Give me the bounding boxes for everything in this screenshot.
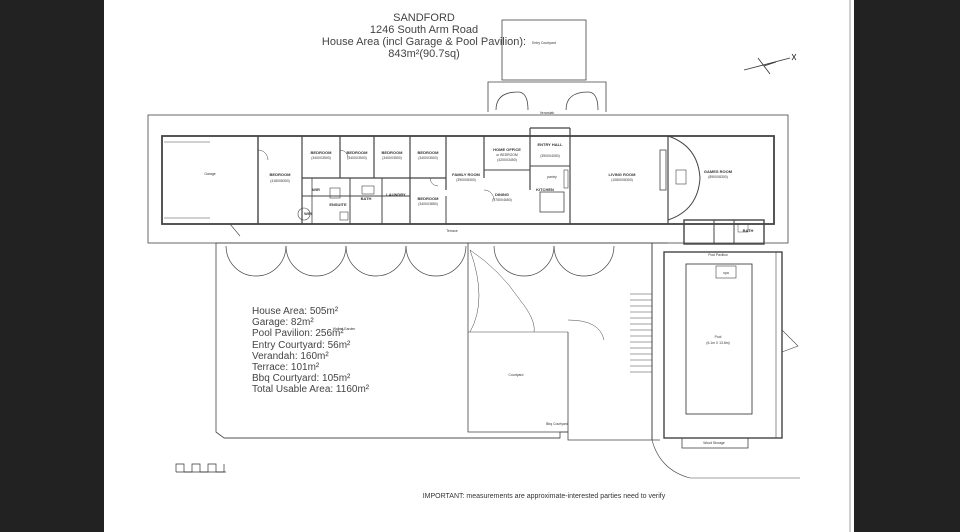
label-home-office: HOME OFFICE bbox=[493, 147, 521, 152]
area-pool-pavilion: Pool Pavilion: 256m² bbox=[252, 328, 344, 340]
label-living-room: LIVING ROOM bbox=[609, 172, 637, 177]
label-terrace: Terrace bbox=[446, 229, 457, 233]
pool-outline bbox=[685, 263, 753, 415]
label-bedroom-6: BEDROOM bbox=[418, 196, 440, 201]
label-wood-storage: Wood Storage bbox=[703, 441, 725, 445]
label-bedroom-4: BEDROOM bbox=[382, 150, 404, 155]
sheet-edge bbox=[849, 0, 851, 532]
label-ensuite: ENSUITE bbox=[329, 202, 347, 207]
label-spa: spa bbox=[723, 271, 729, 275]
label-games-room-size: (8900X8300) bbox=[708, 175, 728, 179]
area-entry-courtyard: Entry Courtyard: 56m² bbox=[252, 339, 351, 351]
label-bedroom-1-size: (4180X8300) bbox=[270, 179, 290, 183]
label-pool-size: (6.1m X 13.8m) bbox=[706, 341, 729, 345]
label-entry-courtyard: Entry Courtyard bbox=[532, 41, 556, 45]
label-games-room: GAMES ROOM bbox=[704, 169, 733, 174]
label-walled-garden: Walled Garden bbox=[333, 327, 356, 331]
plan-address: 1246 South Arm Road bbox=[369, 24, 479, 36]
label-courtyard: Courtyard bbox=[509, 373, 524, 377]
area-total-usable: Total Usable Area: 1160m² bbox=[252, 384, 370, 396]
label-family-room-size: (3900X8300) bbox=[456, 178, 476, 182]
spa-outline bbox=[715, 265, 737, 279]
label-dining-size: (3750X4650) bbox=[492, 198, 512, 202]
area-house: House Area: 505m² bbox=[252, 306, 339, 317]
label-bedroom-2-size: (3400X3500) bbox=[311, 156, 331, 160]
area-garage: Garage: 82m² bbox=[252, 317, 314, 329]
floor-plan-drawing: Entry Courtyard Verandah Garage BEDROOM … bbox=[147, 19, 800, 479]
label-bedroom-3-size: (3400X3500) bbox=[347, 156, 367, 160]
label-home-office-size: (4200X3450) bbox=[497, 158, 517, 162]
label-wir-2: WIR bbox=[304, 211, 312, 216]
label-wir: WIR bbox=[312, 187, 320, 192]
plan-title: SANDFORD bbox=[393, 12, 455, 24]
house-outline bbox=[161, 135, 775, 225]
label-bedroom-3: BEDROOM bbox=[347, 150, 369, 155]
area-terrace: Terrace: 101m² bbox=[252, 362, 320, 374]
disclaimer-note: IMPORTANT: measurements are approximate-… bbox=[422, 493, 666, 500]
label-pool-pavilion: Pool Pavilion bbox=[708, 253, 728, 257]
label-family-room: FAMILY ROOM bbox=[452, 172, 480, 177]
label-verandah: Verandah bbox=[540, 111, 555, 115]
plan-area-line: House Area (incl Garage & Pool Pavilion)… bbox=[321, 36, 527, 48]
entry-courtyard-outline bbox=[501, 19, 587, 81]
label-pantry: pantry bbox=[547, 175, 557, 179]
label-bedroom-6-size: (3400X3850) bbox=[418, 202, 438, 206]
label-living-room-size: (10800X8300) bbox=[611, 178, 633, 182]
label-bedroom-5-size: (3400X3500) bbox=[418, 156, 438, 160]
label-laundry: LAUNDRY bbox=[386, 192, 406, 197]
floor-plan-sheet: SANDFORD 1246 South Arm Road House Area … bbox=[104, 0, 854, 532]
compass-north-icon bbox=[743, 53, 797, 75]
label-garage: Garage bbox=[204, 172, 215, 176]
area-summary-list: House Area: 505m² Garage: 82m² Pool Pavi… bbox=[252, 306, 369, 396]
plan-area-value: 843m²(90.7sq) bbox=[388, 48, 460, 60]
label-home-office-sub: or BEDROOM bbox=[496, 153, 518, 157]
area-bbq-courtyard: Bbq Courtyard: 105m² bbox=[252, 373, 351, 385]
entry-arch-right bbox=[565, 91, 599, 111]
label-dining: DINING bbox=[495, 192, 509, 197]
label-bedroom-1: BEDROOM bbox=[270, 172, 292, 177]
label-bbq-courtyard: Bbq Courtyard bbox=[546, 422, 568, 426]
label-pool: Pool bbox=[715, 335, 722, 339]
entry-arch-left bbox=[495, 91, 529, 111]
scale-bar-icon bbox=[175, 463, 226, 473]
label-bath: BATH bbox=[361, 196, 372, 201]
label-entry-hall: ENTRY HALL bbox=[537, 142, 563, 147]
label-bedroom-5: BEDROOM bbox=[418, 150, 440, 155]
label-bedroom-4-size: (3400X3500) bbox=[382, 156, 402, 160]
area-verandah: Verandah: 160m² bbox=[252, 350, 329, 362]
label-entry-hall-size: (3900X4050) bbox=[540, 154, 560, 158]
label-bath-2: BATH bbox=[743, 228, 754, 233]
label-kitchen: KITCHEN bbox=[536, 187, 554, 192]
label-bedroom-2: BEDROOM bbox=[311, 150, 333, 155]
entry-courtyard-wall bbox=[487, 81, 607, 112]
